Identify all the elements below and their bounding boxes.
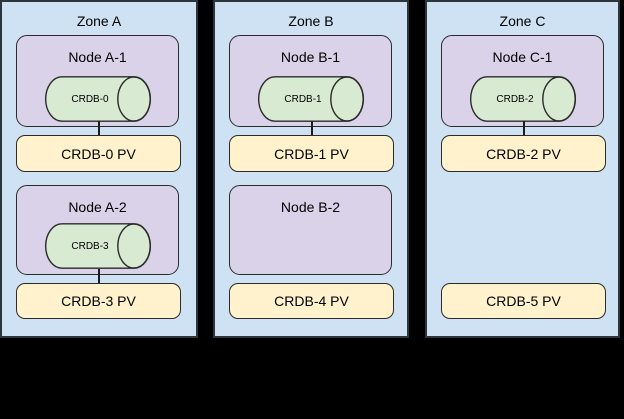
pv-crdb-0-label: CRDB-0 PV <box>61 145 136 162</box>
pv-crdb-5-label: CRDB-5 PV <box>486 293 561 309</box>
pod-crdb-1-label: CRDB-1 <box>284 93 322 105</box>
pv-crdb-5: CRDB-5 PV <box>441 283 606 319</box>
database-cylinder-icon <box>44 223 152 269</box>
zone-b-title: Zone B <box>288 13 334 29</box>
zone-c: Zone C Node C-1 CRDB-2 CRDB-2 PV CRDB-5 … <box>425 0 620 338</box>
pod-crdb-3: CRDB-3 <box>44 223 152 269</box>
pv-crdb-3-label: CRDB-3 PV <box>61 293 136 309</box>
database-cylinder-icon <box>469 76 577 122</box>
node-b-1-label: Node B-1 <box>280 49 341 65</box>
pod-crdb-1: CRDB-1 <box>257 76 365 122</box>
connector-line <box>311 121 313 136</box>
pv-crdb-4: CRDB-4 PV <box>229 283 394 319</box>
node-a-2-label: Node A-2 <box>68 199 127 215</box>
zone-c-title: Zone C <box>499 13 546 29</box>
zone-a-title: Zone A <box>76 13 122 29</box>
node-c-1-label: Node C-1 <box>492 49 553 65</box>
database-cylinder-icon <box>257 76 365 122</box>
pod-crdb-3-label: CRDB-3 <box>71 240 109 252</box>
connector-line <box>98 269 100 284</box>
connector-line <box>98 121 100 136</box>
pv-crdb-2: CRDB-2 PV <box>441 135 606 172</box>
node-a-1-label: Node A-1 <box>68 49 127 65</box>
connector-line <box>523 121 525 136</box>
zone-a: Zone A Node A-1 CRDB-0 CRDB-0 PV Node A-… <box>0 0 198 338</box>
pod-crdb-0-label: CRDB-0 <box>71 93 109 105</box>
pv-crdb-1-label: CRDB-1 PV <box>274 145 349 162</box>
pv-crdb-2-label: CRDB-2 PV <box>486 145 561 162</box>
pv-crdb-1: CRDB-1 PV <box>229 135 394 172</box>
node-b-2: Node B-2 <box>229 185 392 275</box>
pv-crdb-3: CRDB-3 PV <box>16 283 181 319</box>
pv-crdb-4-label: CRDB-4 PV <box>274 293 349 309</box>
zone-b: Zone B Node B-1 CRDB-1 CRDB-1 PV Node B-… <box>213 0 409 338</box>
pv-crdb-0: CRDB-0 PV <box>16 135 181 172</box>
node-b-2-label: Node B-2 <box>280 199 341 215</box>
database-cylinder-icon <box>44 76 152 122</box>
pod-crdb-2-label: CRDB-2 <box>496 93 534 105</box>
pod-crdb-2: CRDB-2 <box>469 76 577 122</box>
pod-crdb-0: CRDB-0 <box>44 76 152 122</box>
